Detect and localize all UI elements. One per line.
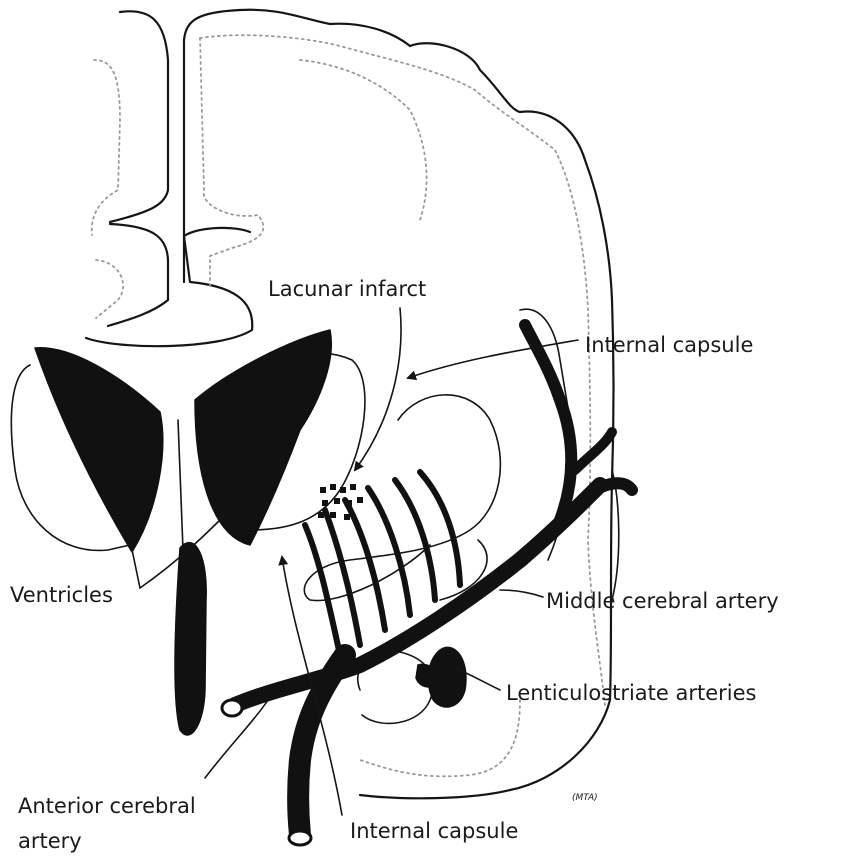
left-lateral-ventricle xyxy=(35,348,163,552)
label-anterior-cerebral-artery-line2: artery xyxy=(18,829,82,853)
label-lenticulostriate-arteries: Lenticulostriate arteries xyxy=(506,681,757,705)
ventricles xyxy=(35,330,331,735)
label-ventricles: Ventricles xyxy=(10,583,113,607)
label-internal-capsule-bottom: Internal capsule xyxy=(350,819,518,843)
posterior-vessel-patch xyxy=(416,647,466,707)
labels: Lacunar infarct Internal capsule Ventric… xyxy=(10,277,779,853)
right-lateral-ventricle xyxy=(195,330,331,545)
label-middle-cerebral-artery: Middle cerebral artery xyxy=(546,589,779,613)
label-lacunar-infarct: Lacunar infarct xyxy=(268,277,426,301)
third-ventricle xyxy=(175,543,206,735)
artist-signature: (MTA) xyxy=(572,793,598,803)
brain-outline xyxy=(86,10,614,799)
label-anterior-cerebral-artery-line1: Anterior cerebral xyxy=(18,794,196,818)
label-internal-capsule-top: Internal capsule xyxy=(585,333,753,357)
